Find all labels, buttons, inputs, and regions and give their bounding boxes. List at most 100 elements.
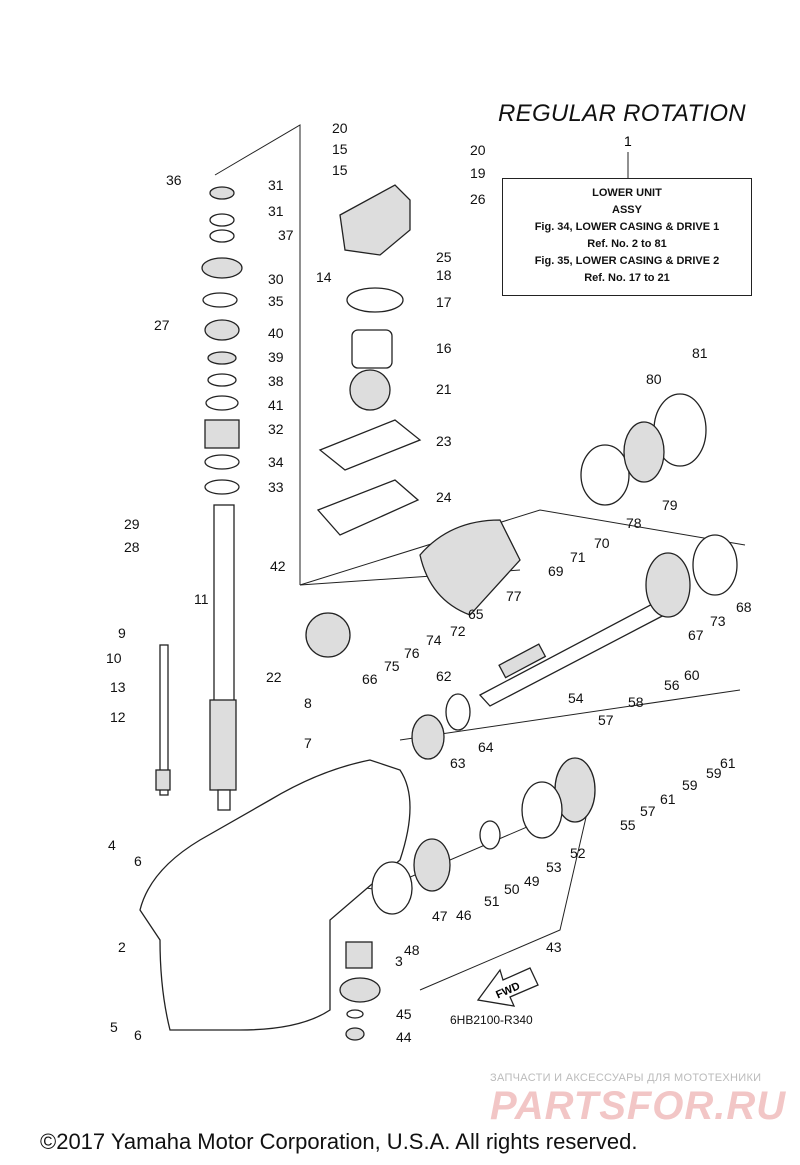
callout: 79 — [662, 497, 678, 513]
clutch-63 — [411, 714, 445, 760]
callout: 73 — [710, 613, 726, 629]
callout: 38 — [268, 373, 284, 389]
callout: 14 — [316, 269, 332, 285]
callout: 57 — [598, 712, 614, 728]
callout: 63 — [450, 755, 466, 771]
callout: 36 — [166, 172, 182, 188]
callout: 46 — [456, 907, 472, 923]
callout: 27 — [154, 317, 170, 333]
shim-68 — [692, 534, 738, 596]
callout: 7 — [304, 735, 312, 751]
callout: 28 — [124, 539, 140, 555]
callout: 59 — [706, 765, 722, 781]
callout: 57 — [640, 803, 656, 819]
callout: 15 — [332, 162, 348, 178]
prop-shaft-housing — [419, 519, 521, 616]
watermark-brand: PARTSFOR.RU — [490, 1084, 787, 1128]
callout: 9 — [118, 625, 126, 641]
water-pump-housing — [339, 184, 411, 256]
callout: 12 — [110, 709, 126, 725]
callout: 25 — [436, 249, 452, 265]
ref-line-4: Ref. No. 2 to 81 — [587, 238, 667, 250]
callout: 47 — [432, 908, 448, 924]
fwd-arrow: FWD — [476, 967, 539, 1007]
svg-text:1: 1 — [624, 133, 632, 149]
spring-64 — [445, 693, 471, 731]
callout: 2 — [118, 939, 126, 955]
callout: 50 — [504, 881, 520, 897]
ring-78 — [580, 444, 630, 506]
callout: 45 — [396, 1006, 412, 1022]
callout: 71 — [570, 549, 586, 565]
callout: 24 — [436, 489, 452, 505]
callout-numbers: 2 3 4 5 6 6 7 8 9 10 11 12 13 14 15 15 1… — [106, 120, 752, 1045]
callout: 42 — [270, 558, 286, 574]
callout: 5 — [110, 1019, 118, 1035]
bearing-79 — [623, 421, 665, 483]
forward-gear-67 — [645, 552, 691, 618]
callout: 43 — [546, 939, 562, 955]
callout: 64 — [478, 739, 494, 755]
callout: 55 — [620, 817, 636, 833]
diagram-code: 6HB2100-R340 — [450, 1013, 533, 1027]
o-ring-17 — [346, 287, 404, 313]
callout: 15 — [332, 141, 348, 157]
callout: 61 — [720, 755, 736, 771]
callout: 69 — [548, 563, 564, 579]
callout: 76 — [404, 645, 420, 661]
drive-shaft — [209, 504, 237, 811]
diagram-title: REGULAR ROTATION — [498, 100, 746, 127]
impeller-housing — [351, 329, 393, 369]
gasket-24 — [316, 479, 420, 536]
callout: 68 — [736, 599, 752, 615]
gasket-23 — [318, 419, 422, 471]
ref-line-6: Ref. No. 17 to 21 — [584, 272, 670, 284]
cup-47 — [371, 861, 413, 915]
bearing-3 — [345, 941, 373, 969]
callout: 11 — [194, 591, 209, 607]
drive-shaft-rings — [201, 186, 243, 495]
callout: 49 — [524, 873, 540, 889]
callout: 18 — [436, 267, 452, 283]
ref-line-3: Fig. 34, LOWER CASING & DRIVE 1 — [534, 221, 720, 233]
callout: 75 — [384, 658, 400, 674]
callout: 58 — [628, 694, 644, 710]
washer-45 — [346, 1009, 364, 1019]
ring-49 — [479, 820, 501, 850]
ref-line-1: LOWER UNIT — [592, 187, 662, 199]
callout: 6 — [134, 1027, 142, 1043]
callout: 26 — [470, 191, 486, 207]
callout: 53 — [546, 859, 562, 875]
ref-line-5: Fig. 35, LOWER CASING & DRIVE 2 — [534, 255, 720, 267]
callout: 37 — [278, 227, 294, 243]
callout: 23 — [436, 433, 452, 449]
bearing-46 — [413, 838, 451, 892]
bearing-66 — [305, 612, 351, 658]
ref-index-callout: 1 — [624, 133, 632, 178]
impeller — [349, 369, 391, 411]
callout: 65 — [468, 606, 484, 622]
callout: 13 — [110, 679, 126, 695]
callout: 31 — [268, 177, 284, 193]
watermark-caption: ЗАПЧАСТИ И АКСЕССУАРЫ ДЛЯ МОТОТЕХНИКИ — [490, 1072, 762, 1084]
shift-rod — [155, 644, 171, 796]
ref-line-2: ASSY — [612, 204, 642, 216]
callout: 54 — [568, 690, 584, 706]
lower-casing — [139, 759, 411, 1031]
callout: 72 — [450, 623, 466, 639]
pinion-43 — [339, 977, 381, 1003]
copyright-notice: ©2017 Yamaha Motor Corporation, U.S.A. A… — [40, 1129, 638, 1154]
callout: 4 — [108, 837, 116, 853]
callout: 19 — [470, 165, 486, 181]
callout: 8 — [304, 695, 312, 711]
callout: 41 — [268, 397, 284, 413]
callout: 32 — [268, 421, 284, 437]
callout: 30 — [268, 271, 284, 287]
callout: 20 — [332, 120, 348, 136]
callout: 22 — [266, 669, 282, 685]
callout: 80 — [646, 371, 662, 387]
callout: 66 — [362, 671, 378, 687]
callout: 35 — [268, 293, 284, 309]
callout: 16 — [436, 340, 452, 356]
callout: 33 — [268, 479, 284, 495]
